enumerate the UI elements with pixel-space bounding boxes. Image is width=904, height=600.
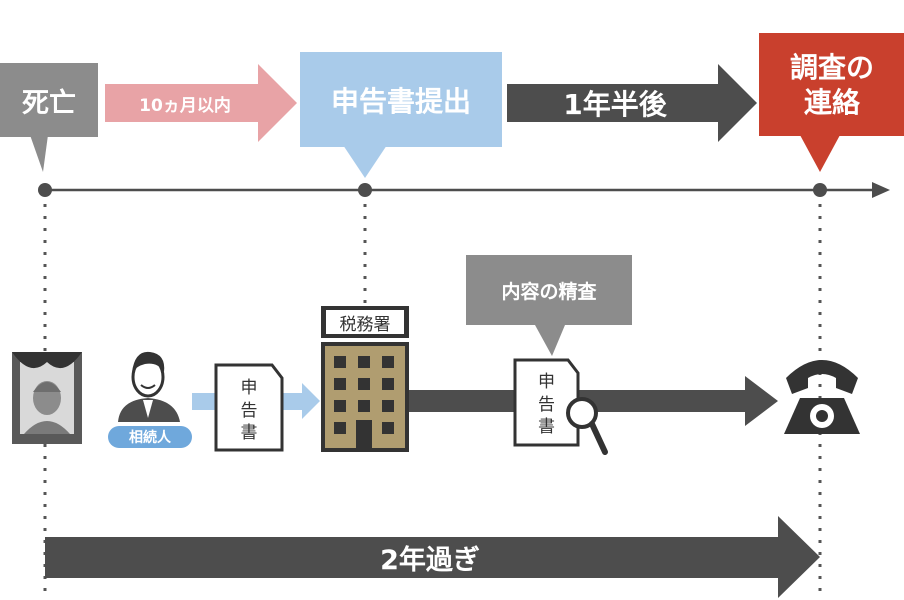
- heir-label-box: 相続人: [108, 426, 192, 448]
- review-document-text: 申 告 書: [515, 366, 578, 444]
- review-doc-char-2: 告: [538, 394, 555, 415]
- tax-office-label: 税務署: [339, 314, 391, 335]
- ten-months-label-box: 10ヵ月以内: [115, 87, 255, 120]
- flow-arrow-doc-to-office: [282, 383, 320, 419]
- doc-char-3: 書: [240, 423, 258, 444]
- review-label: 内容の精査: [501, 280, 597, 303]
- heir-label: 相続人: [129, 430, 171, 446]
- telephone-icon: [784, 360, 860, 434]
- heir-badge: [108, 426, 192, 448]
- tax-office-sign: 税務署: [326, 310, 404, 335]
- timeline-dot-filing: [358, 183, 372, 197]
- document-text: 申 告 書: [216, 372, 282, 450]
- contact-label-line1: 調査の: [789, 50, 874, 84]
- death-box: 死亡: [0, 63, 98, 137]
- review-doc-char-3: 書: [538, 417, 555, 438]
- ten-months-arrow: [105, 64, 297, 142]
- person-icon: [118, 351, 180, 422]
- death-box-pointer: [30, 135, 48, 172]
- two-years-arrow: [45, 516, 820, 598]
- doc-char-2: 告: [240, 400, 258, 421]
- doc-char-1: 申: [240, 377, 258, 398]
- ten-months-label: 10ヵ月以内: [139, 96, 231, 116]
- building-icon: [321, 306, 409, 452]
- two-years-label-box: 2年過ぎ: [330, 537, 530, 578]
- review-callout: 内容の精査: [466, 255, 632, 325]
- timeline-arrowhead: [872, 182, 890, 198]
- memorial-portrait-icon: [12, 352, 82, 444]
- timeline-dot-contact: [813, 183, 827, 197]
- document-icon: [214, 363, 284, 452]
- magnifier-icon: [566, 397, 608, 455]
- timeline-dot-death: [38, 183, 52, 197]
- review-doc-char-1: 申: [538, 371, 555, 392]
- filing-box: 申告書提出: [300, 52, 502, 147]
- contact-box: 調査の 連絡: [759, 33, 904, 136]
- one-half-year-label-box: 1年半後: [515, 84, 715, 122]
- two-years-label: 2年過ぎ: [380, 545, 480, 576]
- filing-box-pointer: [343, 145, 387, 178]
- filing-label: 申告書提出: [330, 84, 471, 118]
- contact-box-pointer: [800, 135, 840, 172]
- one-half-year-arrow: [507, 64, 757, 142]
- one-half-year-label: 1年半後: [563, 88, 667, 121]
- contact-label-line2: 連絡: [803, 85, 860, 119]
- death-label: 死亡: [22, 87, 76, 119]
- review-callout-pointer: [535, 325, 565, 356]
- flow-arrow-heir-body: [192, 393, 217, 410]
